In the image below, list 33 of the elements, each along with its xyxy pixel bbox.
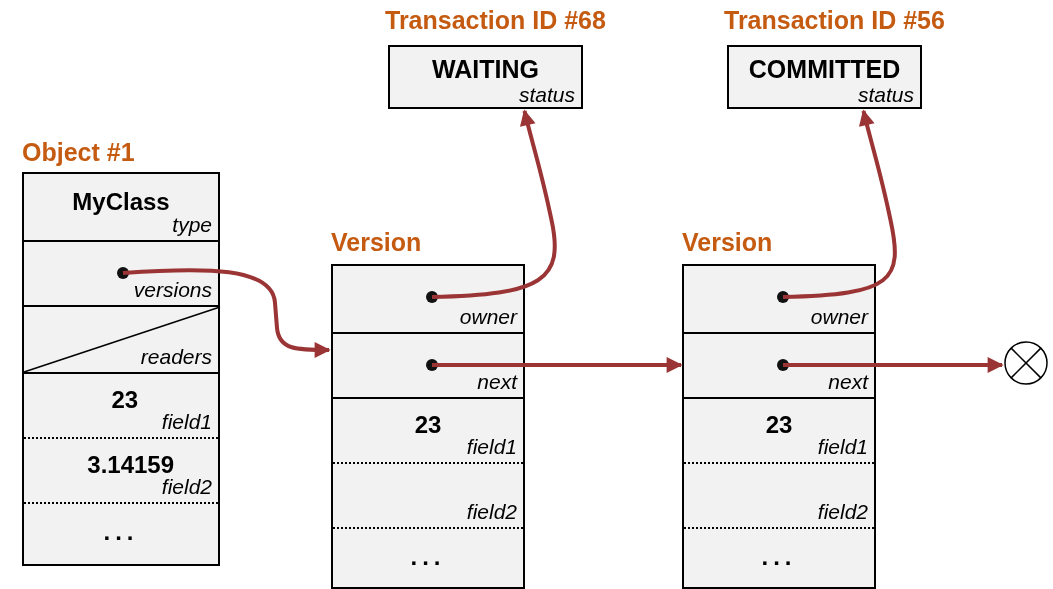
field-label: readers xyxy=(140,345,212,369)
field-label: field1 xyxy=(817,435,868,459)
status-value: WAITING xyxy=(432,55,539,84)
pointer-arrow xyxy=(782,109,897,299)
ellipsis: ... xyxy=(761,543,797,571)
pointer-arrow xyxy=(431,109,557,299)
pointer-arrow xyxy=(122,268,331,358)
field-label: field2 xyxy=(817,500,868,524)
status-value: COMMITTED xyxy=(748,55,901,84)
pointer-arrow xyxy=(432,357,683,373)
field-value: 23 xyxy=(765,411,793,439)
heading: Transaction ID #56 xyxy=(724,6,945,35)
heading: Transaction ID #68 xyxy=(385,6,606,35)
heading: Version xyxy=(331,228,422,257)
ellipsis: ... xyxy=(410,543,446,571)
ellipsis: ... xyxy=(103,518,139,546)
field-label: owner xyxy=(459,305,517,329)
field-label: field1 xyxy=(466,435,517,459)
field-value: 23 xyxy=(111,386,139,414)
field-label: next xyxy=(828,370,868,394)
type-name: MyClass xyxy=(72,188,170,216)
heading: Version xyxy=(682,228,773,257)
field-label: field2 xyxy=(466,500,517,524)
heading: Object #1 xyxy=(22,138,135,167)
field-label: next xyxy=(477,370,517,394)
field-value: 23 xyxy=(414,411,442,439)
field-label: status xyxy=(518,83,575,107)
field-label: owner xyxy=(810,305,868,329)
field-label: type xyxy=(172,213,212,237)
field-label: status xyxy=(857,83,914,107)
field-label: versions xyxy=(133,278,212,302)
field-label: field1 xyxy=(161,410,212,434)
pointer-arrow xyxy=(783,357,1004,373)
